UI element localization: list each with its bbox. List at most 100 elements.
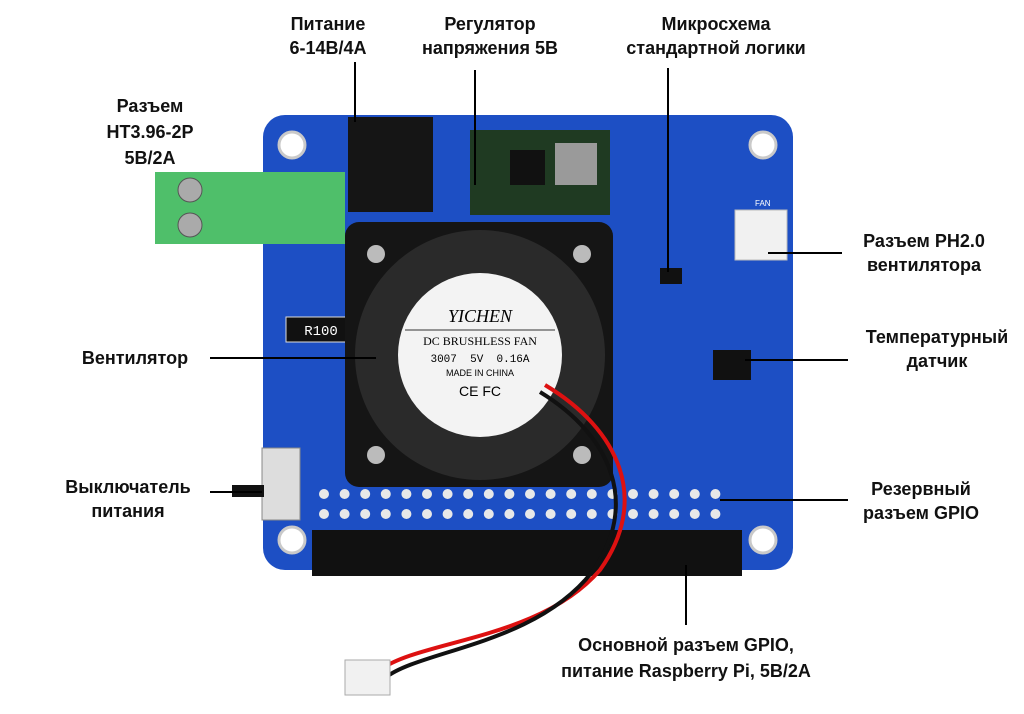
gpio-pin-hole bbox=[525, 489, 535, 499]
label-line: Питание bbox=[290, 14, 366, 34]
label-line: Микросхема bbox=[661, 14, 771, 34]
label-line: 5В/2А bbox=[124, 148, 176, 168]
leader-lines bbox=[210, 62, 848, 625]
gpio-pin-hole bbox=[525, 509, 535, 519]
gpio-pin-hole bbox=[422, 509, 432, 519]
gpio-pin-hole bbox=[689, 509, 700, 519]
gpio-pin-hole bbox=[401, 489, 412, 499]
label-line: питания bbox=[91, 501, 165, 521]
label-line: Основной разъем GPIO, bbox=[578, 635, 794, 655]
gpio-pin-hole bbox=[566, 489, 577, 499]
gpio-pin-hole bbox=[339, 489, 350, 499]
label-line: разъем GPIO bbox=[863, 503, 979, 523]
label-line: датчик bbox=[906, 351, 968, 371]
gpio-pin-hole bbox=[504, 509, 515, 519]
label-ht-connector: Разъем HT3.96-2P 5В/2А bbox=[80, 93, 220, 171]
resistor-r100 bbox=[285, 316, 357, 343]
label-power-switch: Выключатель питания bbox=[48, 475, 208, 523]
fan-plug bbox=[344, 659, 391, 696]
label-line: Регулятор bbox=[444, 14, 536, 34]
power-jack bbox=[348, 117, 433, 212]
label-line: вентилятора bbox=[866, 255, 982, 275]
gpio-pin-hole bbox=[380, 489, 391, 499]
fan-brand: YICHEN bbox=[448, 306, 513, 326]
gpio-pin-hole bbox=[422, 489, 432, 499]
mounting-hole bbox=[748, 130, 778, 160]
gpio-pin-hole bbox=[339, 509, 350, 519]
fan-spec: 3007 5V 0.16A bbox=[430, 354, 529, 366]
gpio-pin-hole bbox=[463, 489, 474, 499]
regulator-chip bbox=[510, 150, 545, 185]
screw-icon bbox=[177, 212, 203, 238]
fan-cert-marks: CE FC bbox=[459, 383, 501, 399]
resistor-label: R100 bbox=[304, 324, 338, 340]
label-line: Температурный bbox=[865, 327, 1009, 347]
label-line: Резервный bbox=[871, 479, 971, 499]
gpio-pin-hole bbox=[628, 489, 638, 499]
gpio-pin-hole bbox=[669, 509, 680, 519]
gpio-pin-hole bbox=[689, 489, 700, 499]
gpio-pin-hole bbox=[566, 509, 577, 519]
gpio-pin-hole bbox=[628, 509, 638, 519]
gpio-pin-hole bbox=[648, 489, 659, 499]
fan-screw-icon bbox=[573, 245, 591, 263]
gpio-pin-hole bbox=[463, 509, 474, 519]
label-temp-sensor: Температурный датчик bbox=[850, 325, 1024, 373]
gpio-pin-hole bbox=[545, 509, 556, 519]
label-logic-chip: Микросхема стандартной логики bbox=[606, 12, 826, 60]
power-switch-body bbox=[261, 447, 301, 521]
label-line: Разъем bbox=[116, 96, 184, 116]
fan-sticker bbox=[398, 273, 562, 437]
label-fan-connector: Разъем PH2.0 вентилятора bbox=[844, 229, 1004, 277]
fan-connector bbox=[734, 209, 788, 261]
inductor bbox=[555, 143, 597, 185]
mounting-hole bbox=[748, 525, 778, 555]
fan-silk: FAN bbox=[755, 199, 771, 208]
fan-screw-icon bbox=[573, 446, 591, 464]
label-main-gpio: Основной разъем GPIO, питание Raspberry … bbox=[526, 632, 846, 684]
label-line: HT3.96-2P bbox=[106, 122, 194, 142]
label-line: напряжения 5В bbox=[421, 38, 558, 58]
gpio-pin-hole bbox=[319, 489, 329, 499]
fan-screw-icon bbox=[367, 446, 385, 464]
screw-icon bbox=[177, 177, 203, 203]
gpio-pin-hole bbox=[319, 509, 329, 519]
fan-screw-icon bbox=[367, 245, 385, 263]
temp-sensor-chip bbox=[713, 350, 751, 380]
gpio-pin-hole bbox=[504, 489, 515, 499]
gpio-pin-hole bbox=[442, 509, 453, 519]
fan-type: DC BRUSHLESS FAN bbox=[423, 334, 537, 348]
gpio-pin-hole bbox=[483, 509, 494, 519]
label-line: Разъем PH2.0 bbox=[863, 231, 985, 251]
gpio-pin-hole bbox=[545, 489, 556, 499]
gpio-pin-hole bbox=[586, 509, 597, 519]
label-line: стандартной логики bbox=[626, 38, 806, 58]
gpio-pin-hole bbox=[401, 509, 412, 519]
label-fan: Вентилятор bbox=[60, 346, 210, 370]
label-line: 6-14В/4А bbox=[289, 38, 367, 58]
fan-origin: MADE IN CHINA bbox=[446, 368, 514, 378]
gpio-pin-hole bbox=[710, 509, 721, 519]
gpio-pin-hole bbox=[648, 509, 659, 519]
label-reserve-gpio: Резервный разъем GPIO bbox=[846, 477, 996, 525]
main-gpio-header bbox=[312, 530, 742, 576]
gpio-pin-hole bbox=[360, 509, 371, 519]
gpio-pin-hole bbox=[710, 489, 721, 499]
gpio-pin-hole bbox=[483, 489, 494, 499]
label-regulator: Регулятор напряжения 5В bbox=[410, 12, 570, 60]
gpio-pin-hole bbox=[380, 509, 391, 519]
gpio-pin-hole bbox=[586, 489, 597, 499]
mounting-hole bbox=[277, 525, 307, 555]
fan-wire-red bbox=[378, 383, 627, 672]
logic-chip bbox=[660, 268, 682, 284]
label-power-input: Питание 6-14В/4А bbox=[268, 12, 388, 60]
label-line: Вентилятор bbox=[81, 348, 189, 368]
gpio-pin-hole bbox=[442, 489, 453, 499]
mounting-hole bbox=[277, 130, 307, 160]
fan-wire-black bbox=[383, 390, 618, 680]
gpio-pin-hole bbox=[360, 489, 371, 499]
reserve-gpio-pins bbox=[319, 489, 721, 519]
label-line: Выключатель bbox=[65, 477, 191, 497]
